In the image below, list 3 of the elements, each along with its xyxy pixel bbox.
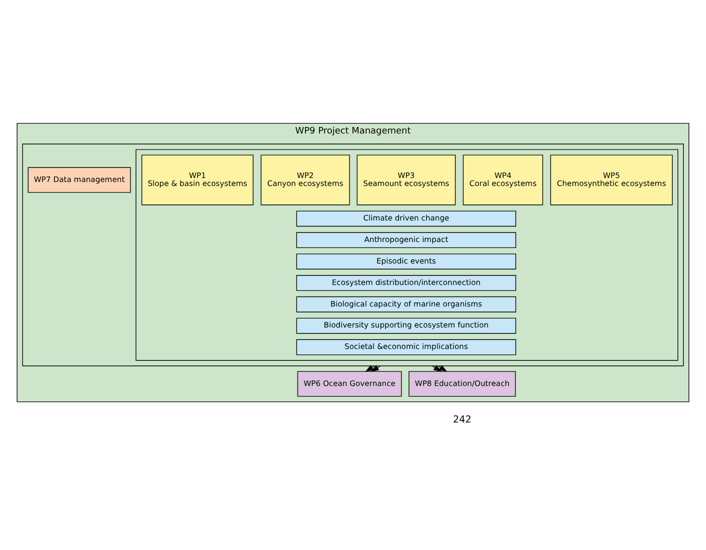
label: 242 (452, 414, 472, 426)
cluster (136, 149, 678, 361)
cluster (22, 144, 684, 366)
